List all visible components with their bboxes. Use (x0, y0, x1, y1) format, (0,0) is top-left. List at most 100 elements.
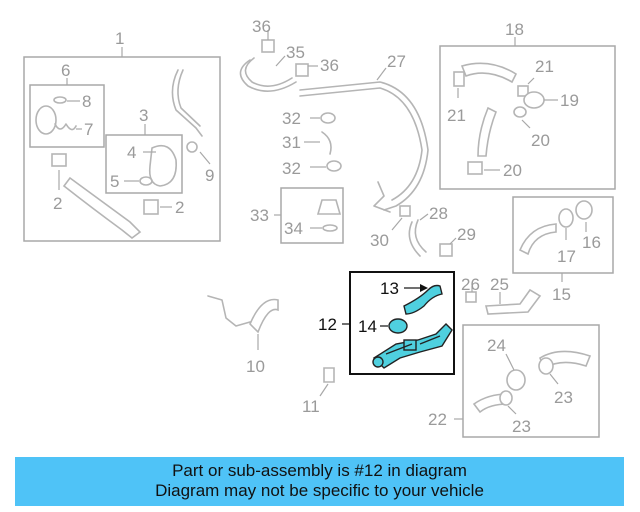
group-box-15 (512, 196, 614, 274)
bracket-part-30 (373, 181, 391, 213)
info-banner: Part or sub-assembly is #12 in diagram D… (15, 457, 624, 506)
hose-part-28 (408, 221, 421, 257)
clamp-part-36a (261, 39, 275, 53)
valve-part-33 (316, 199, 342, 215)
callout-12[interactable]: 12 (318, 315, 337, 334)
callout-30[interactable]: 30 (370, 231, 389, 250)
callout-8[interactable]: 8 (82, 92, 91, 111)
pipe-end-part-12 (372, 356, 384, 368)
clip-part-9 (186, 141, 198, 153)
callout-4[interactable]: 4 (127, 143, 136, 162)
callout-7[interactable]: 7 (84, 120, 93, 139)
callout-32b[interactable]: 32 (282, 159, 301, 178)
clip-part-11 (323, 367, 335, 383)
bracket-part-10 (207, 295, 251, 327)
hose-part-18 (460, 62, 518, 84)
callout-2a[interactable]: 2 (53, 194, 62, 213)
callout-9[interactable]: 9 (205, 166, 214, 185)
callout-21a[interactable]: 21 (447, 106, 466, 125)
clamp-part-2a (51, 153, 67, 167)
clamp-part-21b (517, 85, 529, 97)
pcv-hose-edge (177, 69, 201, 127)
callout-21b[interactable]: 21 (535, 57, 554, 76)
clamp-part-26 (465, 291, 477, 303)
callout-2b[interactable]: 2 (175, 198, 184, 217)
callout-18[interactable]: 18 (505, 20, 524, 39)
callout-15[interactable]: 15 (552, 285, 571, 304)
callout-33[interactable]: 33 (250, 206, 269, 225)
pipe-detail-part-12 (385, 335, 441, 355)
clamp-part-36b (295, 63, 309, 77)
clamp-part-20b (467, 161, 483, 175)
oring-part-34 (322, 224, 338, 232)
highlighted-clamp-part-14[interactable] (388, 318, 408, 334)
callout-3[interactable]: 3 (139, 106, 148, 125)
callout-23a[interactable]: 23 (554, 388, 573, 407)
pipe-part-25 (484, 288, 542, 315)
clamp-part-23a (538, 357, 554, 375)
clamp-part-29 (439, 243, 453, 257)
parts-diagram: 1 6 8 7 3 4 5 2 2 9 36 35 36 27 32 31 32 (23, 17, 616, 438)
clamp-part-2b (143, 199, 159, 215)
callout-29[interactable]: 29 (457, 225, 476, 244)
callout-25[interactable]: 25 (490, 275, 509, 294)
pcv-hose-part (171, 69, 203, 137)
pipe-part-27 (299, 81, 429, 211)
hose-part-20 (477, 106, 498, 157)
callout-28[interactable]: 28 (429, 204, 448, 223)
callout-5[interactable]: 5 (110, 172, 119, 191)
banner-line-2: Diagram may not be specific to your vehi… (155, 481, 484, 500)
clamp-part-8 (53, 96, 67, 104)
intake-hose-part (62, 176, 142, 240)
hose-part-31 (321, 131, 332, 155)
callout-11[interactable]: 11 (302, 397, 320, 416)
callout-23b[interactable]: 23 (512, 417, 531, 436)
callout-1[interactable]: 1 (115, 29, 124, 48)
clamp-part-21a (453, 71, 465, 87)
fitting-part-24 (506, 369, 526, 391)
hose-part-35-edge (239, 59, 297, 92)
hose-part-28-edge (414, 219, 427, 253)
callout-31[interactable]: 31 (282, 133, 301, 152)
callout-24[interactable]: 24 (487, 336, 506, 355)
callout-6[interactable]: 6 (61, 61, 70, 80)
highlighted-hose-part-13[interactable] (403, 284, 443, 315)
pipe-part-27-edge (299, 87, 423, 201)
clamp-part-5 (139, 176, 153, 186)
clamp-part-32b (326, 160, 342, 172)
group-box-3 (105, 134, 183, 194)
callout-10[interactable]: 10 (246, 357, 265, 376)
group-box-22 (462, 324, 600, 438)
hose-fitting-part (35, 105, 57, 135)
hose-part-10 (249, 298, 279, 334)
callout-32a[interactable]: 32 (282, 109, 301, 128)
hose-part-15 (518, 223, 557, 256)
callout-36a[interactable]: 36 (252, 17, 271, 36)
group-box-12 (349, 271, 455, 375)
group-box-18 (439, 45, 616, 190)
banner-line-1: Part or sub-assembly is #12 in diagram (172, 461, 467, 480)
callout-36b[interactable]: 36 (320, 56, 339, 75)
hose-part-35 (244, 57, 293, 87)
callout-20a[interactable]: 20 (531, 131, 550, 150)
fitting-part-19 (523, 91, 545, 109)
clamp-part-7 (54, 123, 77, 131)
clamp-part-23b (499, 390, 513, 406)
callout-17[interactable]: 17 (557, 247, 576, 266)
callout-27[interactable]: 27 (387, 52, 406, 71)
callout-14[interactable]: 14 (358, 317, 377, 336)
callout-20b[interactable]: 20 (503, 161, 522, 180)
clamp-part-32a (320, 112, 336, 124)
callout-22[interactable]: 22 (428, 410, 447, 429)
callout-34[interactable]: 34 (284, 219, 303, 238)
callout-35[interactable]: 35 (286, 43, 305, 62)
clamp-part-20a (513, 106, 527, 118)
callout-19[interactable]: 19 (560, 91, 579, 110)
callout-26[interactable]: 26 (461, 275, 480, 294)
callout-16[interactable]: 16 (582, 233, 601, 252)
fitting-part-16 (575, 200, 593, 220)
clamp-part-17 (558, 208, 574, 228)
arrow-13 (420, 284, 428, 292)
clip-part-30 (399, 205, 411, 217)
callout-13[interactable]: 13 (380, 279, 399, 298)
